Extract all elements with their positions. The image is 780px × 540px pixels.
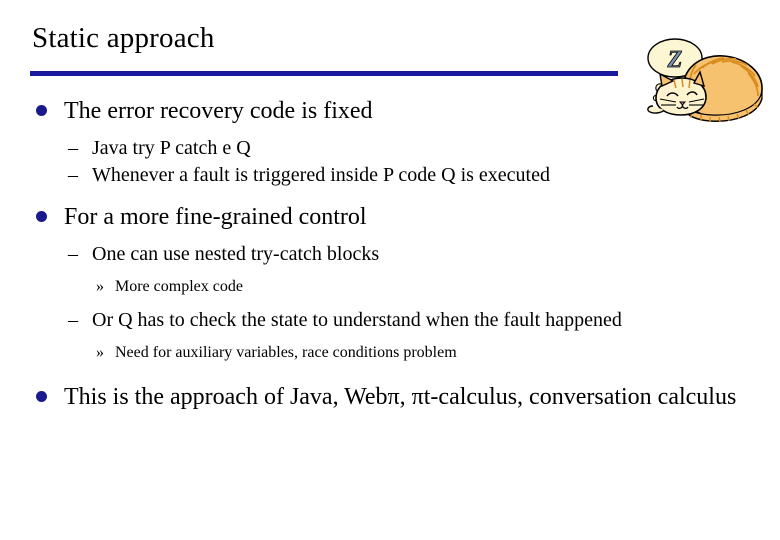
bullet-text: Java try P catch e Q [92, 137, 251, 159]
bullet-text: For a more fine-grained control [64, 204, 367, 230]
outline-body: The error recovery code is fixed – Java … [0, 96, 780, 414]
sleeping-cat-clipart: Z [620, 26, 770, 126]
bullet-dot-icon [36, 105, 64, 116]
bullet-level3: » Need for auxiliary variables, race con… [0, 342, 780, 364]
guillemet-marker-icon: » [96, 278, 104, 295]
dash-marker-icon: – [68, 164, 78, 186]
bullet-level1: This is the approach of Java, Webπ, πt-c… [0, 382, 780, 412]
svg-text:Z: Z [667, 47, 683, 73]
guillemet-marker-icon: » [96, 344, 104, 361]
page-title: Static approach [32, 22, 215, 54]
dash-marker-icon: – [68, 309, 78, 331]
bullet-level1: For a more fine-grained control [0, 202, 780, 232]
bullet-text: This is the approach of Java, Webπ, πt-c… [64, 384, 737, 410]
bullet-level2: – Or Q has to check the state to underst… [0, 307, 780, 333]
bullet-level2: – Java try P catch e Q [0, 135, 780, 161]
dash-marker-icon: – [68, 137, 78, 159]
bullet-text: Whenever a fault is triggered inside P c… [92, 164, 550, 186]
title-underline-rule [30, 71, 618, 76]
bullet-text: Need for auxiliary variables, race condi… [115, 344, 457, 361]
bullet-level3: » More complex code [0, 276, 780, 298]
bullet-text: More complex code [115, 278, 243, 295]
bullet-level2: – Whenever a fault is triggered inside P… [0, 162, 780, 188]
bullet-text: One can use nested try-catch blocks [92, 243, 380, 265]
bullet-text: Or Q has to check the state to understan… [92, 309, 622, 331]
dash-marker-icon: – [68, 243, 78, 265]
bullet-level2: – One can use nested try-catch blocks [0, 241, 780, 267]
bullet-dot-icon [36, 391, 64, 402]
bullet-dot-icon [36, 211, 64, 222]
bullet-level1: The error recovery code is fixed [0, 96, 780, 126]
bullet-text: The error recovery code is fixed [64, 98, 373, 124]
